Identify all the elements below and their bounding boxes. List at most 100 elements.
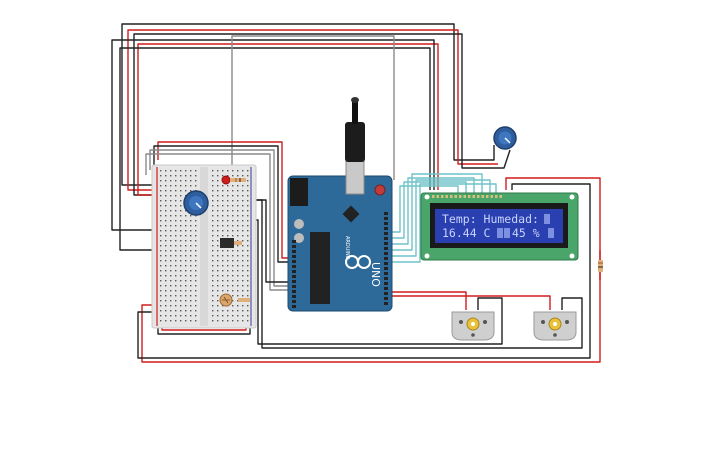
wire-teal-4[interactable] xyxy=(388,173,483,251)
resistor-right[interactable] xyxy=(598,260,603,272)
wire-black-bottom-1[interactable] xyxy=(137,183,591,359)
breadboard[interactable] xyxy=(151,164,257,329)
wire-black-bottom-2[interactable] xyxy=(252,199,583,349)
breadboard-hole xyxy=(160,205,162,207)
breadboard-hole xyxy=(170,265,172,267)
breadboard-hole xyxy=(242,270,244,272)
breadboard-hole xyxy=(180,295,182,297)
breadboard-hole xyxy=(212,295,214,297)
wire-gray-bb-arduino-2[interactable] xyxy=(145,153,290,291)
wire-red-bb-arduino[interactable] xyxy=(157,141,290,259)
potentiometer-lcd-contrast[interactable] xyxy=(493,126,517,150)
breadboard-hole xyxy=(227,190,229,192)
breadboard-hole xyxy=(242,250,244,252)
lcd-line-2-tail: 45 % xyxy=(512,226,540,240)
header-pin xyxy=(384,237,388,240)
wire-black-bb-arduino[interactable] xyxy=(153,145,290,263)
breadboard-hole xyxy=(227,230,229,232)
breadboard-hole xyxy=(160,290,162,292)
analog-header-pins[interactable] xyxy=(292,240,296,308)
potentiometer-breadboard[interactable] xyxy=(183,190,209,216)
led-red[interactable] xyxy=(221,175,246,185)
breadboard-hole xyxy=(175,180,177,182)
header-pin xyxy=(384,252,388,255)
breadboard-hole xyxy=(175,300,177,302)
breadboard-hole xyxy=(217,190,219,192)
breadboard-hole xyxy=(227,250,229,252)
wire-red-bottom-1[interactable] xyxy=(141,177,601,363)
microcontroller-chip-icon xyxy=(310,232,330,304)
digital-header-pins[interactable] xyxy=(384,212,388,305)
breadboard-hole xyxy=(195,285,197,287)
breadboard-hole xyxy=(175,270,177,272)
breadboard-hole xyxy=(217,290,219,292)
breadboard-hole xyxy=(222,280,224,282)
breadboard-hole xyxy=(165,210,167,212)
dc-motor-right[interactable] xyxy=(533,311,577,341)
breadboard-hole xyxy=(165,275,167,277)
resistor-led[interactable] xyxy=(230,178,246,182)
wire-teal-1[interactable] xyxy=(388,185,459,233)
breadboard-hole xyxy=(175,195,177,197)
header-pin xyxy=(384,222,388,225)
header-pin xyxy=(292,290,296,293)
wire-gray-top[interactable] xyxy=(231,35,395,180)
wire-black-motor-left[interactable] xyxy=(252,219,503,345)
header-pin xyxy=(384,212,388,215)
breadboard-hole xyxy=(212,195,214,197)
wire-gray-bb-arduino-1[interactable] xyxy=(149,149,290,287)
breadboard-hole xyxy=(175,305,177,307)
breadboard-hole xyxy=(190,235,192,237)
breadboard-hole xyxy=(242,195,244,197)
breadboard-hole xyxy=(247,275,249,277)
breadboard-hole xyxy=(227,285,229,287)
breadboard-hole xyxy=(247,310,249,312)
wire-black-top-1[interactable] xyxy=(121,23,495,186)
breadboard-hole xyxy=(232,260,234,262)
wire-black-top-4[interactable] xyxy=(119,47,431,251)
wire-red-top-2[interactable] xyxy=(137,43,439,196)
wire-black-top-2[interactable] xyxy=(133,33,511,196)
breadboard-hole xyxy=(165,195,167,197)
breadboard-hole xyxy=(185,215,187,217)
breadboard-hole xyxy=(227,185,229,187)
breadboard-hole xyxy=(237,210,239,212)
breadboard-hole xyxy=(232,215,234,217)
wire-red-motor-right[interactable] xyxy=(388,295,551,310)
breadboard-hole xyxy=(195,290,197,292)
lcd-pin xyxy=(499,195,502,198)
breadboard-hole xyxy=(212,270,214,272)
breadboard-hole xyxy=(180,230,182,232)
temperature-sensor[interactable] xyxy=(220,238,242,248)
breadboard-hole xyxy=(175,260,177,262)
dc-motor-left[interactable] xyxy=(451,311,495,341)
breadboard-hole xyxy=(195,295,197,297)
usb-cable[interactable] xyxy=(345,122,365,162)
arduino-uno[interactable]: UNO ARDUINO xyxy=(287,97,393,312)
breadboard-hole xyxy=(185,235,187,237)
wire-red-motor-left[interactable] xyxy=(388,291,467,310)
breadboard-hole xyxy=(247,195,249,197)
breadboard-hole xyxy=(237,220,239,222)
breadboard-hole xyxy=(175,320,177,322)
wire-black-top-3[interactable] xyxy=(111,39,435,231)
wire-teal-6[interactable] xyxy=(388,183,497,263)
wire-teal-2[interactable] xyxy=(388,181,467,239)
breadboard-hole xyxy=(242,205,244,207)
breadboard-hole xyxy=(247,255,249,257)
wire-teal-5[interactable] xyxy=(388,179,491,257)
breadboard-hole xyxy=(232,195,234,197)
breadboard-hole xyxy=(180,275,182,277)
breadboard-hole xyxy=(170,240,172,242)
breadboard-hole xyxy=(170,315,172,317)
breadboard-hole xyxy=(180,215,182,217)
breadboard-hole xyxy=(160,180,162,182)
breadboard-hole xyxy=(227,200,229,202)
reset-button[interactable] xyxy=(374,184,386,196)
photoresistor[interactable] xyxy=(219,293,250,307)
breadboard-hole xyxy=(222,315,224,317)
lcd-16x2[interactable]: Temp: Humedad: 16.44 C 45 % xyxy=(420,192,579,261)
resistor-ldr[interactable] xyxy=(238,298,250,302)
